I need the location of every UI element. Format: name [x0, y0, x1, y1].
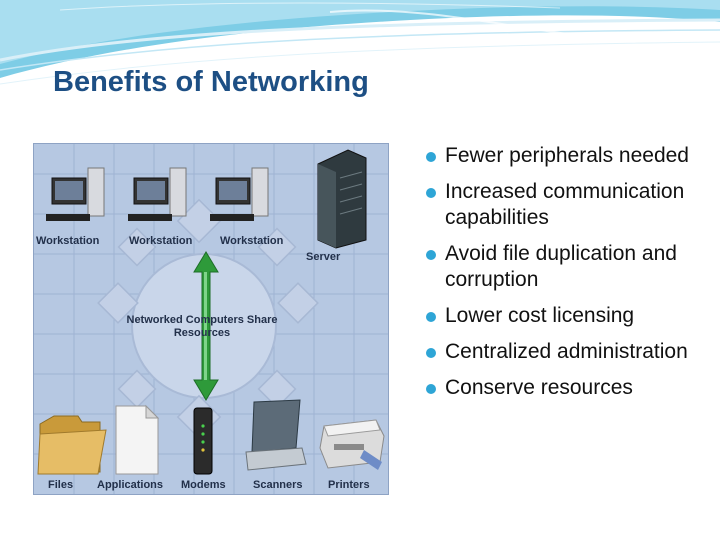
applications-label: Applications [97, 479, 164, 491]
bullet-item: Increased communication capabilities [424, 179, 714, 231]
network-diagram-graphic [34, 144, 388, 494]
computer-icon [46, 167, 105, 221]
server-icon [317, 149, 367, 249]
bullet-dot-icon [426, 384, 436, 394]
printer-icon [319, 419, 385, 470]
bullet-dot-icon [426, 152, 436, 162]
bullet-item: Avoid file duplication and corruption [424, 241, 714, 293]
center-label: Networked Computers Share Resources [126, 314, 278, 339]
slide-title: Benefits of Networking [53, 66, 369, 98]
scanners-label: Scanners [253, 479, 303, 491]
bullet-text: Fewer peripherals needed [445, 144, 689, 167]
bullet-text: Conserve resources [445, 376, 633, 399]
document-icon [115, 404, 160, 475]
server-label: Server [306, 251, 341, 263]
workstation-label: Workstation [129, 235, 193, 247]
modems-label: Modems [181, 479, 226, 491]
bullet-item: Fewer peripherals needed [424, 143, 714, 169]
bullet-dot-icon [426, 312, 436, 322]
bullet-item: Centralized administration [424, 339, 714, 365]
bidirectional-arrow-icon [193, 251, 219, 401]
bullet-text: Increased communication capabilities [445, 180, 685, 229]
header-wave-decoration [0, 0, 720, 85]
bullet-dot-icon [426, 250, 436, 260]
workstation-label: Workstation [220, 235, 284, 247]
scanner-icon [245, 399, 307, 471]
modem-icon [193, 407, 213, 475]
bullet-text: Centralized administration [445, 340, 688, 363]
computer-icon [210, 167, 269, 221]
bullet-item: Conserve resources [424, 375, 714, 401]
workstation-label: Workstation [36, 235, 100, 247]
files-label: Files [48, 479, 74, 491]
bullet-text: Avoid file duplication and corruption [445, 242, 677, 291]
bullet-dot-icon [426, 188, 436, 198]
bullet-text: Lower cost licensing [445, 304, 635, 327]
bullet-list: Fewer peripherals needed Increased commu… [424, 143, 714, 411]
bullet-item: Lower cost licensing [424, 303, 714, 329]
printers-label: Printers [328, 479, 370, 491]
folder-icon [37, 415, 107, 475]
network-diagram: Workstation Workstation Workstation Serv… [33, 143, 389, 495]
computer-icon [128, 167, 187, 221]
bullet-dot-icon [426, 348, 436, 358]
